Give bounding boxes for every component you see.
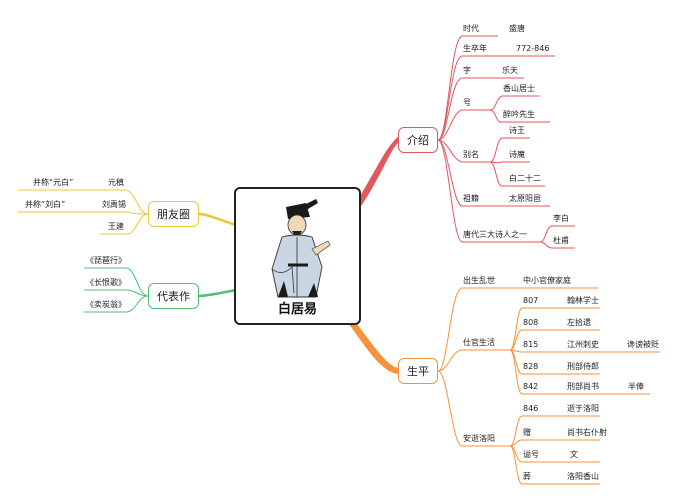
life-tree-lines — [437, 287, 660, 485]
work-2: 《长恨歌》 — [86, 278, 126, 287]
life-d2-key: 赠 — [523, 428, 531, 437]
life-c5-role: 刑部尚书 — [567, 382, 599, 391]
life-c3-year: 815 — [523, 340, 539, 349]
life-c3-note: 谗谤被贬 — [627, 340, 659, 349]
intro-alias-val2: 诗魔 — [509, 150, 525, 159]
connector-center-life — [345, 315, 398, 374]
connector-center-intro — [352, 137, 398, 215]
life-d1-val: 逝于洛阳 — [567, 404, 599, 413]
intro-hao-key: 号 — [463, 98, 471, 107]
life-d4-key: 葬 — [523, 472, 531, 481]
life-d3-key: 谥号 — [523, 450, 539, 459]
life-birth-val: 中小官僚家庭 — [523, 276, 571, 285]
intro-hao-val2: 醉吟先生 — [503, 110, 535, 119]
central-node[interactable]: 白居易 — [234, 187, 361, 325]
life-d1-key: 846 — [523, 404, 539, 413]
life-c2-role: 左拾遗 — [567, 318, 591, 327]
life-c3-role: 江州刺史 — [567, 340, 599, 349]
connector-center-friends — [198, 212, 237, 227]
life-c4-role: 刑部侍郎 — [567, 362, 599, 371]
friend-1-note: 并称“元白” — [33, 178, 74, 187]
intro-years-val: 772-846 — [516, 44, 550, 53]
work-3: 《卖炭翁》 — [86, 300, 126, 309]
intro-time-key: 时代 — [463, 24, 479, 33]
friends-tree-lines — [18, 189, 149, 235]
life-c1-year: 807 — [523, 296, 539, 305]
intro-three-val1: 李白 — [553, 214, 569, 223]
life-d2-val: 尚书右仆射 — [567, 428, 607, 437]
branch-friends[interactable]: 朋友圈 — [148, 201, 199, 227]
branch-works[interactable]: 代表作 — [148, 283, 199, 309]
life-d4-val: 洛阳香山 — [567, 472, 599, 481]
friend-2-note: 并称“刘白” — [25, 200, 66, 209]
intro-alias-val1: 诗王 — [509, 126, 525, 135]
intro-three-val2: 杜甫 — [553, 236, 569, 245]
branch-intro[interactable]: 介绍 — [398, 127, 438, 153]
life-career-key: 仕官生活 — [463, 338, 495, 347]
connector-center-works — [198, 288, 237, 298]
friend-1-name: 元稹 — [108, 178, 124, 187]
life-c5-note: 半俸 — [628, 382, 644, 391]
branch-life[interactable]: 生平 — [398, 358, 438, 384]
intro-alias-val3: 白二十二 — [509, 174, 541, 183]
life-c4-year: 828 — [523, 362, 539, 371]
intro-three-key: 唐代三大诗人之一 — [463, 230, 527, 239]
life-death-key: 安逝洛阳 — [463, 434, 495, 443]
intro-years-key: 生卒年 — [463, 44, 487, 53]
intro-alias-key: 别名 — [463, 150, 479, 159]
intro-time-val: 盛唐 — [509, 24, 525, 33]
central-title: 白居易 — [277, 302, 317, 317]
works-tree-lines — [84, 267, 149, 313]
life-c5-year: 842 — [523, 382, 539, 391]
intro-hao-val1: 香山居士 — [503, 84, 535, 93]
life-c1-role: 翰林学士 — [567, 296, 599, 305]
life-c2-year: 808 — [523, 318, 539, 327]
friend-2-name: 刘禹锡 — [102, 200, 126, 209]
intro-tree-lines — [437, 35, 575, 249]
intro-zi-key: 字 — [463, 66, 471, 75]
scholar-portrait-icon — [271, 199, 331, 298]
life-birth-key: 出生乱世 — [463, 276, 495, 285]
intro-zi-val: 乐天 — [502, 66, 518, 75]
friend-3-name: 王建 — [108, 222, 124, 231]
life-d3-val: 文 — [570, 450, 578, 459]
intro-home-val: 太原阳邑 — [509, 194, 541, 203]
work-1: 《琵琶行》 — [86, 256, 126, 265]
intro-home-key: 祖籍 — [463, 194, 479, 203]
